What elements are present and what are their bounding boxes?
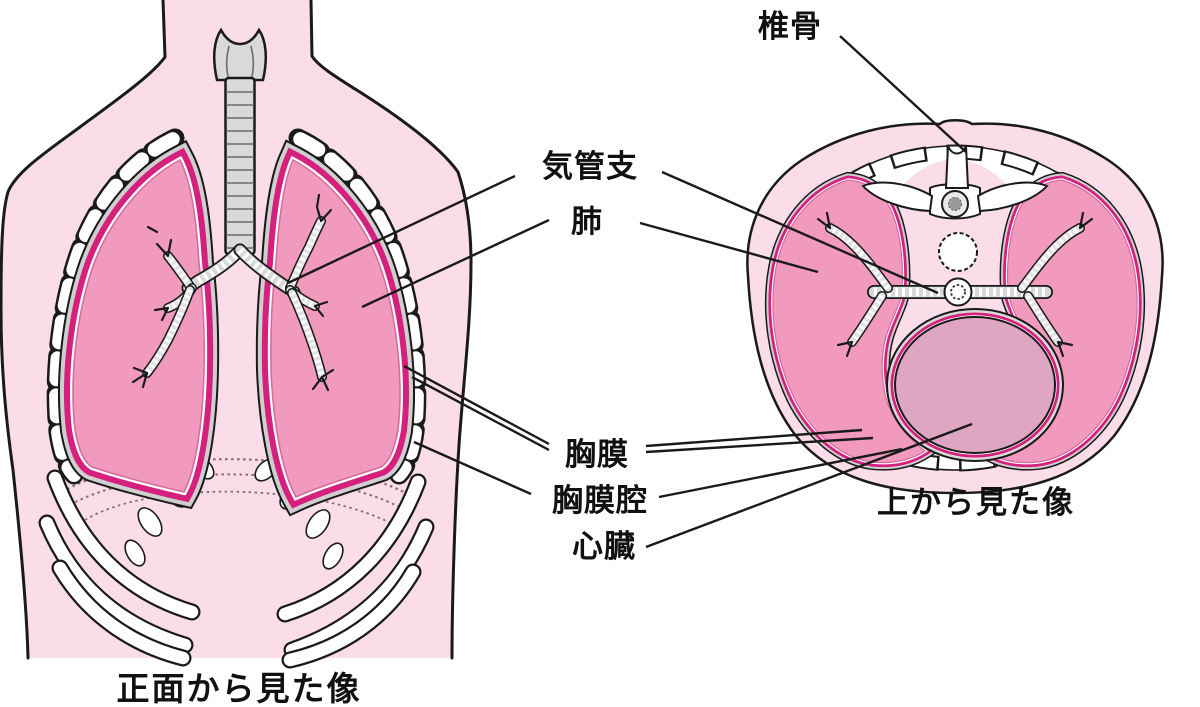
front-view-illustration [0,0,473,669]
leader-bronchus-left [287,174,516,285]
leader-pleural-cavity-right [658,447,903,499]
caption-top-view: 上から見た像 [877,485,1075,520]
label-pleura: 胸膜 [565,437,629,472]
vertebra [861,145,1049,272]
top-view-illustration [746,119,1164,495]
leader-heart [645,422,973,549]
labels-group: 椎骨 気管支 肺 胸膜 胸膜腔 心臓 正面から見た像 上から見た像 [117,9,1075,707]
leader-pleura-right-1 [645,428,863,448]
carina-node [943,277,973,307]
trachea [224,76,256,256]
caption-front-view: 正面から見た像 [117,670,362,707]
torso-outline-right [309,0,473,660]
leader-lines [287,35,973,549]
trachea-rings [226,91,254,249]
bronchi-cross [816,211,1094,358]
bronchial-tree-front [131,193,335,392]
label-heart: 心臓 [572,529,636,564]
vertebra-wing-right [976,181,1049,213]
spinous-process [944,145,970,189]
leader-lung-right [639,221,819,274]
torso-outline-left [0,0,167,660]
heart-cross [895,317,1055,453]
label-lung: 肺 [571,204,603,239]
esophagus [938,232,978,272]
label-vertebra: 椎骨 [758,9,822,44]
leader-pleura-left-1 [403,364,550,446]
leader-pleura-left-2 [411,375,550,452]
leader-vertebra [839,35,967,153]
leader-pleura-right-2 [645,436,874,454]
vertebra-wing-left [861,181,934,213]
leader-bronchus-right [661,170,939,295]
leader-lung-left [361,218,550,309]
label-bronchus: 気管支 [542,149,638,184]
torso [1,0,471,658]
leader-pleural-cavity-left [413,440,532,496]
label-pleural-cavity: 胸膜腔 [552,483,648,518]
